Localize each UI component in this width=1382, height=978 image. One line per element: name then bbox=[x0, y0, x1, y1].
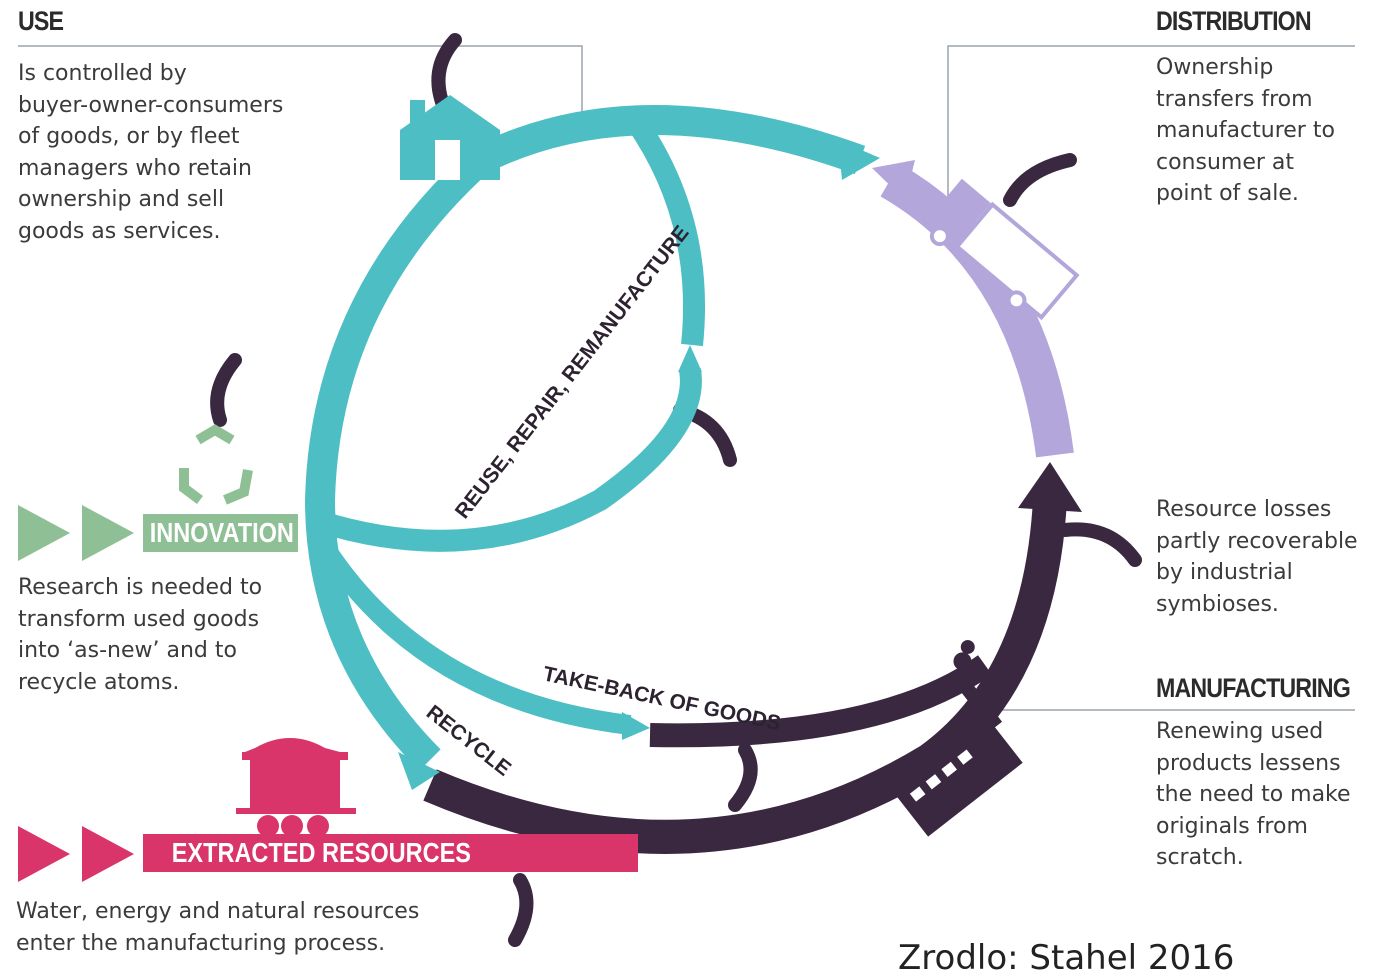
innovation-band: INNOVATION bbox=[143, 514, 298, 552]
distribution-description: Ownership transfers from manufacturer to… bbox=[1156, 55, 1335, 206]
recycle-arrowhead bbox=[398, 752, 440, 790]
innovation-description: Research is needed to transform used goo… bbox=[18, 575, 263, 695]
factory-icon bbox=[894, 640, 1023, 837]
reuse-label: REUSE, REPAIR, REMANUFACTURE bbox=[451, 221, 694, 523]
house-icon bbox=[400, 95, 500, 180]
manufacturing-description: Renewing used products lessens the need … bbox=[1156, 719, 1351, 870]
extracted-title: EXTRACTED RESOURCES bbox=[171, 837, 471, 868]
reuse-arrowhead bbox=[678, 345, 702, 372]
extracted-arrows bbox=[18, 826, 134, 882]
manufacturing-arrowhead bbox=[1018, 462, 1082, 512]
distribution-title: DISTRIBUTION bbox=[1156, 6, 1312, 36]
manufacturing-arc bbox=[423, 499, 1067, 854]
use-arc bbox=[304, 105, 866, 771]
losses-description: Resource losses partly recoverable by in… bbox=[1156, 497, 1358, 617]
takeback-arrowhead bbox=[622, 712, 650, 740]
mine-cart-icon bbox=[236, 738, 356, 837]
innovation-title: INNOVATION bbox=[149, 517, 294, 548]
extracted-description: Water, energy and natural resources ente… bbox=[16, 899, 420, 956]
use-title: USE bbox=[18, 6, 64, 36]
connector-lines bbox=[18, 45, 1355, 711]
extracted-band: EXTRACTED RESOURCES bbox=[143, 834, 638, 872]
reuse-arc bbox=[311, 113, 705, 552]
takeback-teal-arc bbox=[311, 534, 632, 735]
distribution-arrowhead bbox=[872, 160, 915, 200]
innovation-arrows bbox=[18, 505, 134, 561]
manufacturing-title: MANUFACTURING bbox=[1156, 673, 1351, 703]
recycle-label: RECYCLE bbox=[422, 701, 515, 781]
source-attribution: Zrodlo: Stahel 2016 bbox=[898, 938, 1235, 978]
loss-tails bbox=[210, 33, 1142, 947]
truck-icon bbox=[929, 178, 1080, 321]
use-arrowhead bbox=[838, 140, 880, 180]
distribution-arc bbox=[880, 163, 1074, 458]
circular-economy-diagram: REUSE, REPAIR, REMANUFACTURE TAKE-BACK O… bbox=[18, 33, 1355, 947]
recycle-icon bbox=[179, 424, 253, 505]
use-description: Is controlled by buyer-owner-consumers o… bbox=[18, 61, 284, 244]
